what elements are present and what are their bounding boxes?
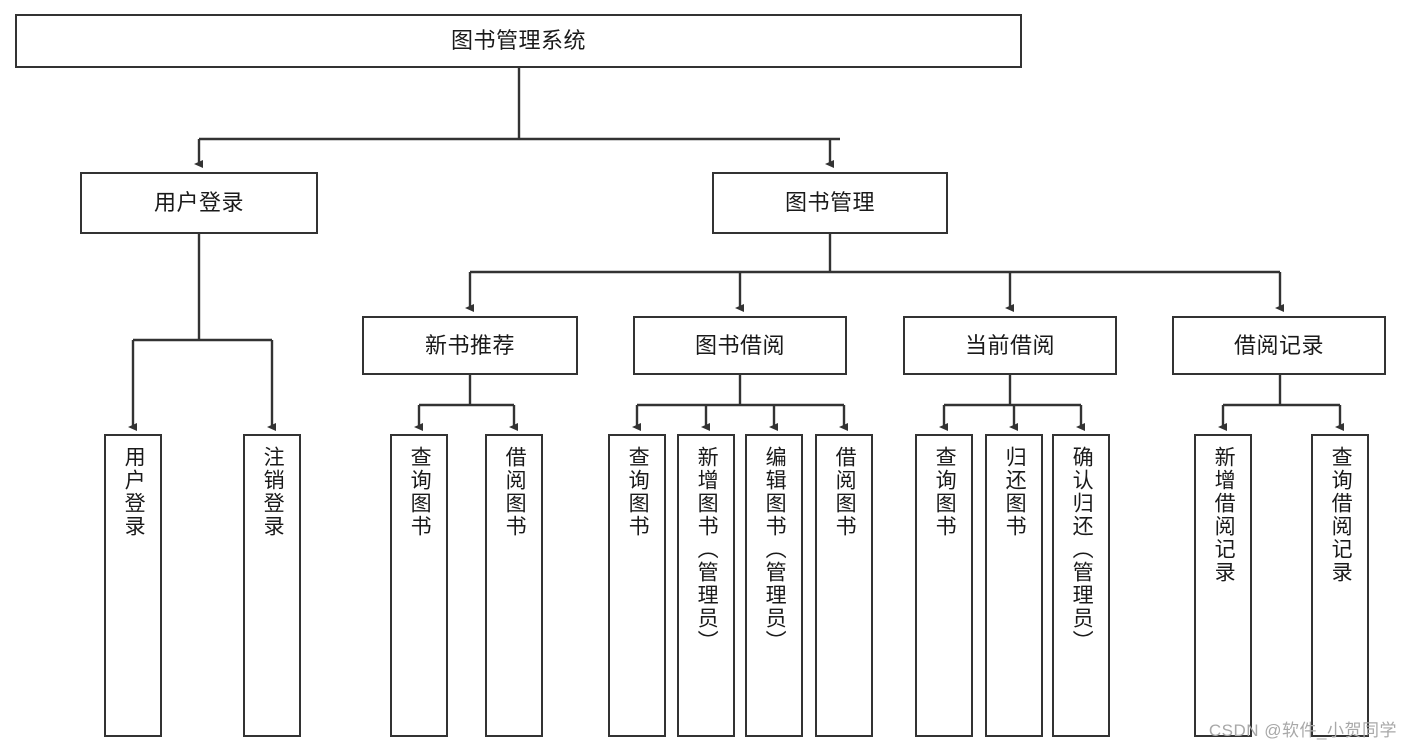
node-leaf-borrow-book-2[interactable]: 借阅图书 <box>815 434 873 737</box>
node-leaf-query-record-label: 查询借阅记录 <box>1329 446 1353 584</box>
node-book-manage-label: 图书管理 <box>784 190 875 216</box>
node-leaf-query-book-3-label: 查询图书 <box>933 446 957 538</box>
node-leaf-add-book-label: 新增图书（管理员） <box>695 446 719 653</box>
node-leaf-logout-login[interactable]: 注销登录 <box>243 434 301 737</box>
node-leaf-edit-book[interactable]: 编辑图书（管理员） <box>745 434 803 737</box>
node-current-borrow-label: 当前借阅 <box>964 332 1055 358</box>
node-leaf-query-record[interactable]: 查询借阅记录 <box>1311 434 1369 737</box>
node-borrow-record[interactable]: 借阅记录 <box>1172 316 1386 375</box>
node-new-book-rec[interactable]: 新书推荐 <box>362 316 578 375</box>
node-leaf-confirm-return[interactable]: 确认归还（管理员） <box>1052 434 1110 737</box>
node-root-label: 图书管理系统 <box>450 28 586 54</box>
node-leaf-user-login[interactable]: 用户登录 <box>104 434 162 737</box>
node-leaf-add-record[interactable]: 新增借阅记录 <box>1194 434 1252 737</box>
node-leaf-logout-login-label: 注销登录 <box>261 446 285 538</box>
node-leaf-borrow-book-2-label: 借阅图书 <box>833 446 857 538</box>
node-leaf-return-book[interactable]: 归还图书 <box>985 434 1043 737</box>
node-user-login[interactable]: 用户登录 <box>80 172 318 234</box>
node-book-borrow-label: 图书借阅 <box>694 332 785 358</box>
node-leaf-query-book-3[interactable]: 查询图书 <box>915 434 973 737</box>
node-leaf-query-book-1[interactable]: 查询图书 <box>390 434 448 737</box>
node-leaf-user-login-label: 用户登录 <box>122 446 146 538</box>
node-leaf-borrow-book-1[interactable]: 借阅图书 <box>485 434 543 737</box>
node-new-book-rec-label: 新书推荐 <box>424 332 515 358</box>
node-leaf-return-book-label: 归还图书 <box>1003 446 1027 538</box>
node-leaf-query-book-1-label: 查询图书 <box>408 446 432 538</box>
node-leaf-add-record-label: 新增借阅记录 <box>1212 446 1236 584</box>
node-root[interactable]: 图书管理系统 <box>15 14 1022 68</box>
node-book-borrow[interactable]: 图书借阅 <box>633 316 847 375</box>
node-current-borrow[interactable]: 当前借阅 <box>903 316 1117 375</box>
node-user-login-label: 用户登录 <box>153 190 244 216</box>
node-leaf-edit-book-label: 编辑图书（管理员） <box>763 446 787 653</box>
node-book-manage[interactable]: 图书管理 <box>712 172 948 234</box>
node-leaf-query-book-2[interactable]: 查询图书 <box>608 434 666 737</box>
node-leaf-add-book[interactable]: 新增图书（管理员） <box>677 434 735 737</box>
node-borrow-record-label: 借阅记录 <box>1233 332 1324 358</box>
node-leaf-confirm-return-label: 确认归还（管理员） <box>1070 446 1094 653</box>
node-leaf-query-book-2-label: 查询图书 <box>626 446 650 538</box>
node-leaf-borrow-book-1-label: 借阅图书 <box>503 446 527 538</box>
